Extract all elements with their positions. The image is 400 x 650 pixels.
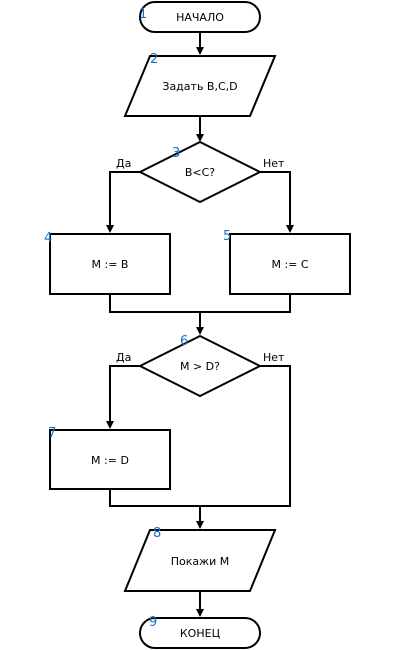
start-label: НАЧАЛО [176,11,224,24]
decision-2-label: M > D? [180,360,220,373]
decision-1-no-label: Нет [263,157,285,170]
connector-merge-1 [109,294,291,313]
end-terminator: КОНЕЦ 9 [139,615,261,649]
connector-block7-merge [109,489,200,507]
input-label: Задать B,C,D [162,80,237,93]
block-number-4: 4 [44,231,52,246]
parallelogram-shape [123,55,277,117]
rectangle-shape [49,429,171,490]
end-label: КОНЕЦ [180,627,221,640]
diamond-shape [137,140,263,204]
connectors [106,32,294,617]
block-number-9: 9 [149,615,157,630]
process-block-4: M := B 4 [44,231,171,295]
output-label: Покажи M [171,555,229,568]
decision-block-1: B<C? 3 Да Нет [116,140,285,204]
process-block-5: M := C 5 [223,229,351,295]
arrowhead [196,327,204,335]
arrowhead [196,521,204,529]
terminator-shape [139,1,261,33]
block-number-1: 1 [139,7,147,22]
output-block: Покажи M 8 [123,526,277,592]
arrowhead [196,609,204,617]
block-number-3: 3 [172,146,180,161]
decision-1-yes-label: Да [116,157,131,170]
diamond-shape [137,334,263,398]
connector-cond1-yes [109,171,140,226]
process-block-7: M := D 7 [48,426,171,490]
process-7-label: M := D [91,454,129,467]
decision-2-yes-label: Да [116,351,131,364]
connector-cond2-no [200,365,291,507]
arrowhead [196,134,204,142]
input-block: Задать B,C,D 2 [123,52,277,117]
rectangle-shape [229,233,351,295]
arrowhead [196,47,204,55]
rectangle-shape [49,233,171,295]
block-number-7: 7 [48,426,56,441]
block-number-5: 5 [223,229,231,244]
start-terminator: НАЧАЛО 1 [139,1,261,33]
decision-block-2: M > D? 6 Да Нет [116,334,285,398]
connector-cond2-yes [109,365,140,422]
process-4-label: M := B [92,258,129,271]
block-number-8: 8 [153,526,161,541]
arrowhead [106,225,114,233]
block-number-2: 2 [150,52,158,67]
decision-2-no-label: Нет [263,351,285,364]
terminator-shape [139,617,261,649]
process-5-label: M := C [271,258,308,271]
decision-1-label: B<C? [185,166,215,179]
arrowhead [106,421,114,429]
block-number-6: 6 [180,334,188,349]
arrowhead [286,225,294,233]
parallelogram-shape [123,529,277,592]
connector-cond1-no [260,171,291,226]
